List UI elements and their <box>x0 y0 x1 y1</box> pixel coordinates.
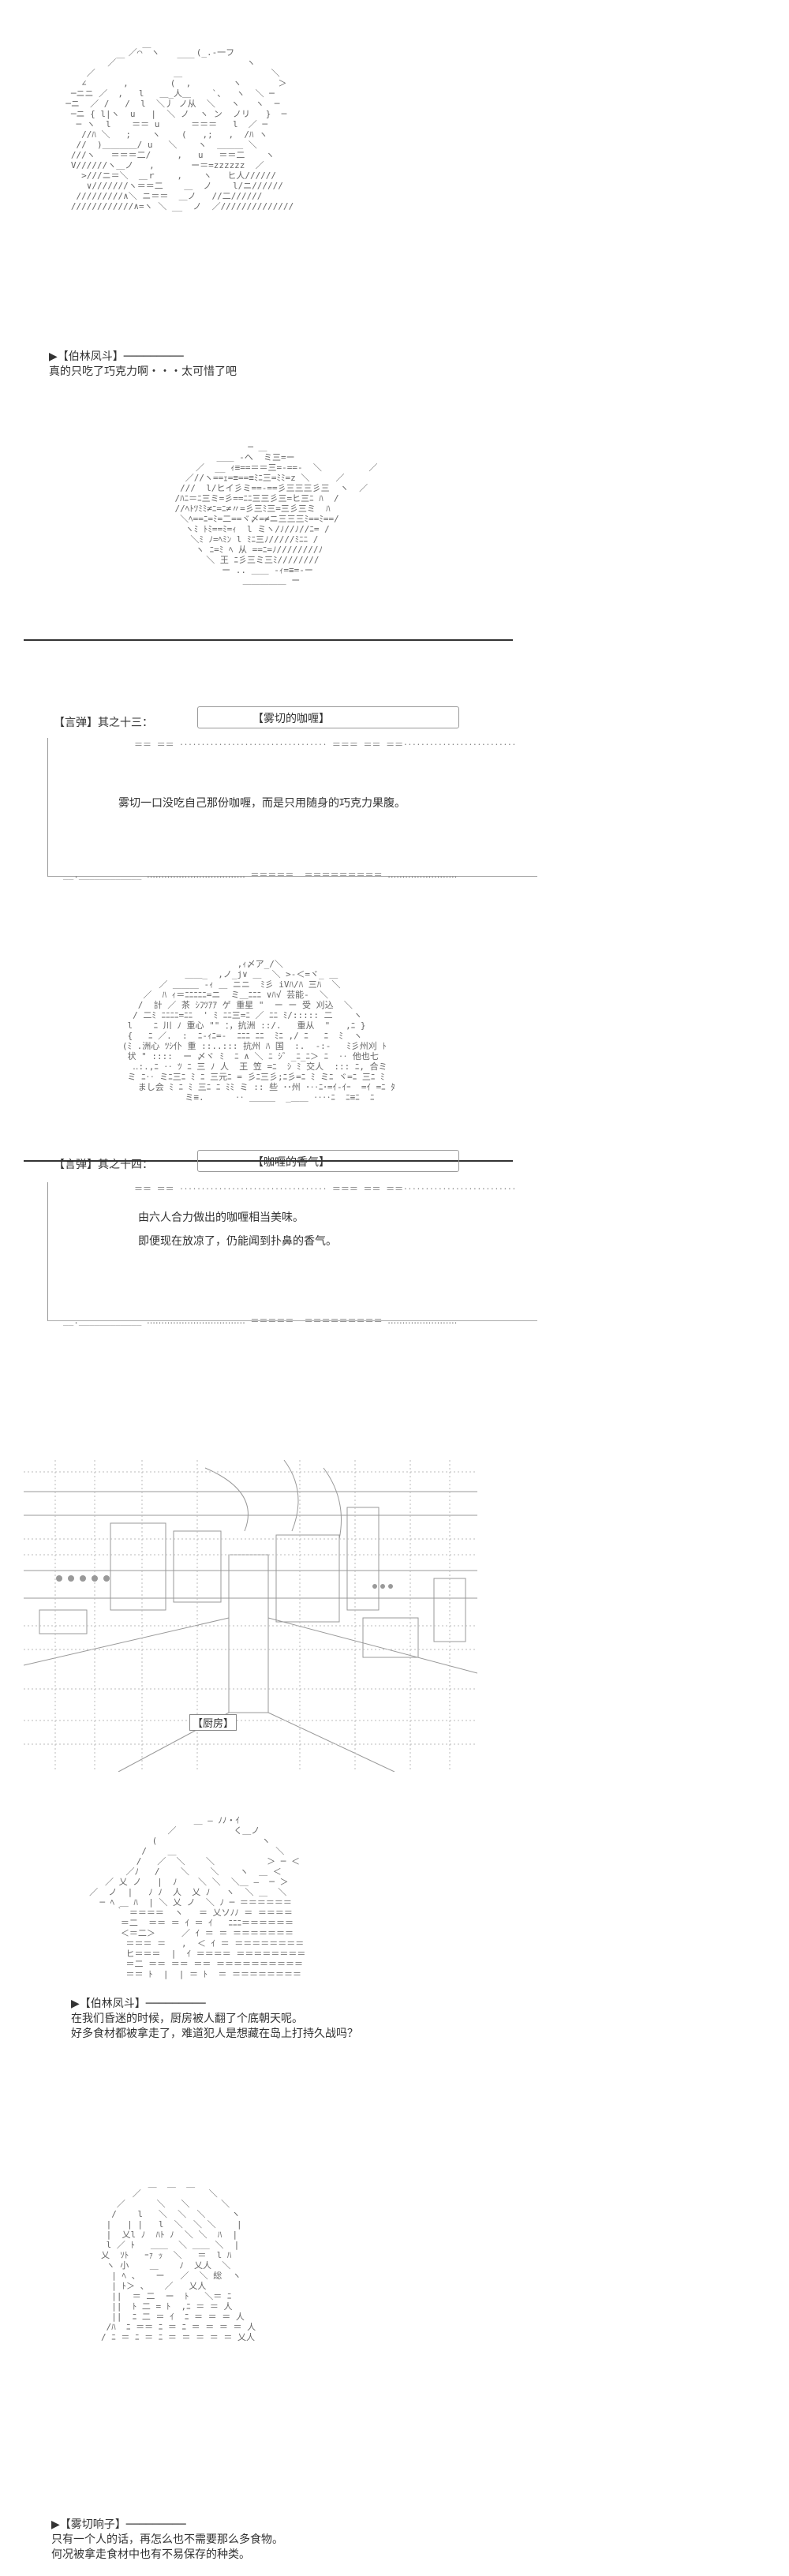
scene-location-label: 【厨房】 <box>189 1714 237 1731</box>
speaker-label: ▶【伯林凤斗】───────── <box>71 1998 206 2010</box>
evidence-frame <box>47 738 537 877</box>
section-divider <box>24 639 513 641</box>
evidence-frame <box>47 1182 537 1321</box>
evidence-dash-bottom: __.____________ ‥‥‥‥‥‥‥‥‥‥‥‥‥‥‥‥‥ ＝＝＝＝＝ … <box>63 1316 458 1326</box>
kitchen-illustration <box>24 1460 477 1772</box>
dialogue-line: 好多食材都被拿走了，难道犯人是想藏在岛上打持久战吗？ <box>71 2027 358 2040</box>
speaker-label: ▶【伯林凤斗】───────── <box>49 350 184 363</box>
ascii-art-character-1: ／⌒￣ヽ (_.-一フ ／￣ ￣￣ ヽ ／ ＿ ＼ ∠ , ( , ヽ ＞ ─ニ… <box>65 47 294 212</box>
evidence-title: 【咖喱的香气】 <box>252 1156 330 1169</box>
evidence-title-frame <box>197 1150 459 1172</box>
evidence-label: 【言弹】其之十四： <box>54 1159 153 1171</box>
dialogue-line: 真的只吃了巧克力啊・・・太可惜了吧 <box>49 365 237 378</box>
evidence-text-line: 雾切一口没吃自己那份咖喱，而是只用随身的巧克力果腹。 <box>118 797 406 810</box>
ascii-art-character-2: ＿ ― ﾉﾉ・ｲ ／ く＿ノ ( ヽ / ＿ ＼ / ／ ＼ ＼ ＞ ─ ＜ ／… <box>89 1815 306 1979</box>
section-divider <box>24 1160 513 1162</box>
dialogue-caption-1: ▶【伯林凤斗】───────── 真的只吃了巧克力啊・・・太可惜了吧 <box>49 350 237 380</box>
kitchen-scene: 【厨房】 <box>24 1460 477 1772</box>
dialogue-line: 在我们昏迷的时候，厨房被人翻了个底朝天呢。 <box>71 2012 303 2025</box>
evidence-text-line: 即便现在放凉了，仍能闻到扑鼻的香气。 <box>138 1235 337 1248</box>
ascii-art-crowd: ,ｨ〆ア_/＼ ＿＿_ ,ノ_j∨ ＿ ＼ >-＜=ヾ_ ＿ ／ ＿＿＿ -ｨ … <box>122 959 395 1103</box>
evidence-label: 【言弹】其之十三： <box>54 717 153 729</box>
dialogue-line: 何况被拿走食材中也有不易保存的种类。 <box>51 2548 250 2561</box>
evidence-dash-top: ＝＝ ＝＝ ‥‥‥‥‥‥‥‥‥‥‥‥‥‥‥‥‥ ＝＝＝ ＝＝ ＝＝‥‥‥‥‥‥‥… <box>134 1184 517 1194</box>
speaker-label: ▶【雾切响子】───────── <box>51 2518 186 2531</box>
ascii-art-chocolate: ─ ＿ ＿＿ -ヘ ミ三=ー ／ __ ｨ≡==＝＝三=-==- ＼ ／ ／//… <box>174 442 378 586</box>
evidence-dash-top: ＝＝ ＝＝ ‥‥‥‥‥‥‥‥‥‥‥‥‥‥‥‥‥ ＝＝＝ ＝＝ ＝＝‥‥‥‥‥‥‥… <box>134 739 517 750</box>
evidence-text-line: 由六人合力做出的咖喱相当美味。 <box>138 1211 304 1224</box>
dialogue-line: 只有一个人的话，再怎么也不需要那么多食物。 <box>51 2533 283 2546</box>
dialogue-caption-3: ▶【雾切响子】───────── 只有一个人的话，再怎么也不需要那么多食物。 何… <box>51 2518 283 2563</box>
dialogue-caption-2: ▶【伯林凤斗】───────── 在我们昏迷的时候，厨房被人翻了个底朝天呢。 好… <box>71 1997 358 2042</box>
evidence-dash-bottom: __.____________ ‥‥‥‥‥‥‥‥‥‥‥‥‥‥‥‥‥ ＝＝＝＝＝ … <box>63 870 458 880</box>
ascii-art-character-3: ＿ ＿ ＿ ／ ＼ ／ ＼ ＼ ＼ / l ＼ ＼ ＼ ヽ | | | l ＼ … <box>100 2178 256 2342</box>
evidence-title-frame <box>197 706 459 728</box>
evidence-title: 【雾切的咖喱】 <box>252 713 330 725</box>
